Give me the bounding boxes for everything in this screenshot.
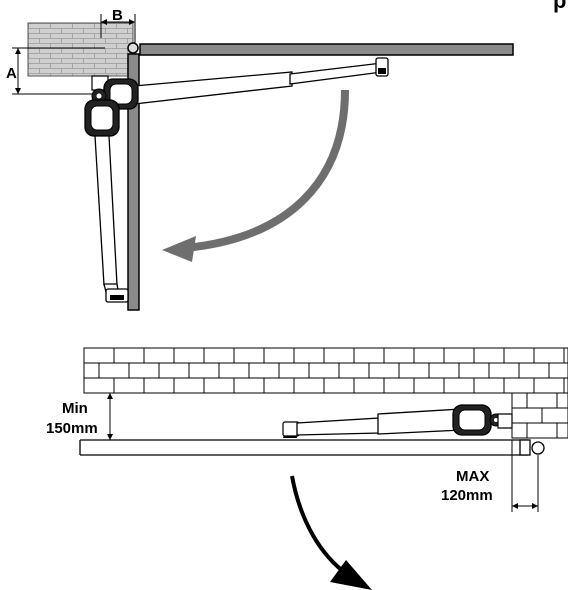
gate-bar-closed bbox=[139, 43, 514, 56]
dimension-b: B bbox=[100, 7, 136, 46]
top-diagram: B A bbox=[6, 7, 514, 311]
edge-glyph: p bbox=[553, 0, 566, 13]
opening-direction-arrow bbox=[162, 89, 349, 262]
brick-wall bbox=[83, 347, 568, 439]
hinge-icon bbox=[127, 42, 139, 54]
label-b: B bbox=[112, 7, 123, 24]
hinge-icon bbox=[531, 441, 545, 455]
dimension-max: MAX 120mm bbox=[441, 440, 539, 512]
actuator-closed bbox=[91, 57, 389, 110]
min-label-line2: 150mm bbox=[46, 420, 98, 437]
gate-bar-open bbox=[127, 53, 140, 311]
bottom-diagram: Min 150mm MAX bbox=[46, 347, 568, 590]
min-label-line1: Min bbox=[62, 400, 88, 417]
max-label-line2: 120mm bbox=[441, 487, 493, 504]
actuator-bottom bbox=[282, 404, 513, 438]
dimension-min: Min 150mm bbox=[46, 393, 113, 440]
pillar-brick-top bbox=[27, 22, 134, 77]
gate-leaf bbox=[79, 439, 545, 456]
max-label-line1: MAX bbox=[456, 468, 489, 485]
label-a: A bbox=[6, 65, 17, 82]
opening-direction-arrow-bottom bbox=[290, 475, 372, 590]
dimension-a: A bbox=[6, 47, 105, 95]
actuator-open bbox=[84, 99, 129, 303]
